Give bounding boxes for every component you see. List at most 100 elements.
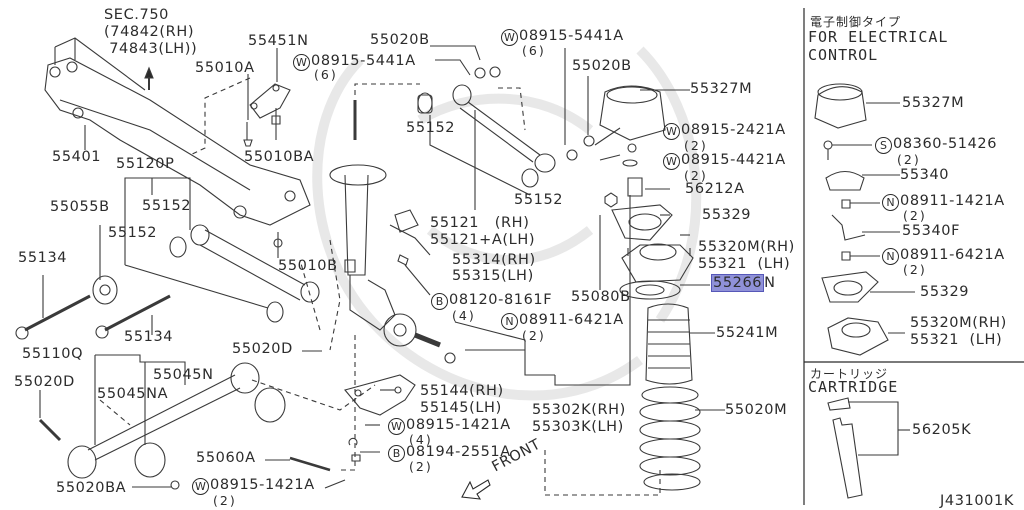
part-label-55010B[interactable]: 55010B (278, 258, 338, 274)
part-label-55110Q[interactable]: 55110Q (22, 346, 84, 362)
qty-label: (4) (452, 308, 476, 323)
crossmember-55401 (44, 37, 311, 226)
part-label-55020D[interactable]: 55020D (232, 341, 293, 357)
part-label-56212A[interactable]: 56212A (685, 181, 745, 197)
qty-label: (2) (903, 262, 927, 277)
qty-label: (6) (522, 43, 546, 58)
part-label-55401[interactable]: 55401 (52, 149, 102, 165)
part-label-55340[interactable]: 55340 (900, 167, 950, 183)
part-label-55080B[interactable]: 55080B (571, 289, 631, 305)
part-label-55329[interactable]: 55329 (920, 284, 970, 300)
part-label-55152[interactable]: 55152 (142, 198, 192, 214)
part-label-55121[interactable]: 55121 (RH) (430, 215, 530, 231)
qty-label: (2) (213, 493, 237, 508)
part-label-55329[interactable]: 55329 (702, 207, 752, 223)
washer-w-icon: W (663, 123, 680, 140)
part-label-55020B[interactable]: 55020B (572, 58, 632, 74)
washer-08915-2421A (627, 143, 637, 153)
qty-label: (2) (684, 168, 708, 183)
coil-spring-55020M (639, 386, 701, 491)
part-label-55320M[interactable]: 55320M(RH) (910, 315, 1007, 331)
part-label-55152[interactable]: 55152 (514, 192, 564, 208)
bolt-b-icon: B (431, 293, 448, 310)
section-ref-line1: SEC.750 (104, 7, 169, 23)
part-label-55321[interactable]: 55321 (LH) (698, 256, 791, 272)
leader-lines (39, 45, 725, 489)
part-label-55152[interactable]: 55152 (108, 225, 158, 241)
electrical-jp-title: 電子制御タイプ (810, 15, 902, 29)
section-ref-line2: (74842(RH) (104, 24, 195, 40)
part-label-55340F[interactable]: 55340F (902, 223, 961, 239)
part-label-55145[interactable]: 55145(LH) (420, 400, 502, 416)
part-label-55055B[interactable]: 55055B (50, 199, 110, 215)
part-label-55451N[interactable]: 55451N (248, 33, 309, 49)
part-label-55060A[interactable]: 55060A (196, 450, 256, 466)
screw-s-icon: S (875, 137, 892, 154)
nut-n-icon: N (882, 248, 899, 265)
part-label-55144[interactable]: 55144(RH) (420, 383, 504, 399)
part-label-55010BA[interactable]: 55010BA (244, 149, 315, 165)
part-label-55152[interactable]: 55152 (406, 120, 456, 136)
part-label-55121-a[interactable]: 55121+A(LH) (430, 232, 536, 248)
part-label-55314[interactable]: 55314(RH) (452, 252, 536, 268)
part-label-55315[interactable]: 55315(LH) (452, 268, 534, 284)
dust-cover-56212A (627, 177, 643, 197)
part-label-55241M[interactable]: 55241M (716, 325, 779, 341)
part-label-55020D[interactable]: 55020D (14, 374, 75, 390)
part-label-55134[interactable]: 55134 (18, 250, 68, 266)
qty-label: (2) (684, 138, 708, 153)
part-label-55327M[interactable]: 55327M (902, 95, 965, 111)
side-panel-drawings (814, 83, 915, 499)
qty-label: (2) (522, 328, 546, 343)
part-label-55020BA[interactable]: 55020BA (56, 480, 127, 496)
washer-w-icon: W (501, 29, 518, 46)
front-arrow-icon (461, 479, 491, 500)
qty-label: (2) (897, 152, 921, 167)
part-label-55303K[interactable]: 55303K(LH) (532, 419, 624, 435)
washer-w-icon: W (388, 418, 405, 435)
qty-label: (2) (409, 459, 433, 474)
highlighted-part-number[interactable]: 55266 (711, 274, 765, 292)
section-ref-line3: 74843(LH)) (104, 41, 198, 57)
part-label-55010A[interactable]: 55010A (195, 60, 255, 76)
qty-label: (4) (409, 432, 433, 447)
gasket-55329 (611, 204, 673, 241)
strut-mount-55320M (621, 243, 694, 283)
part-label-55020B[interactable]: 55020B (370, 32, 430, 48)
cartridge-title: CARTRIDGE (808, 378, 899, 396)
washer-08915-4421A (622, 159, 638, 167)
qty-label: (2) (903, 208, 927, 223)
part-label-55045N[interactable]: 55045N (153, 367, 214, 383)
qty-label: (6) (314, 67, 338, 82)
part-label-55045NA[interactable]: 55045NA (97, 386, 169, 402)
washer-w-icon: W (192, 478, 209, 495)
part-label-55134[interactable]: 55134 (124, 329, 174, 345)
nut-n-icon: N (501, 313, 518, 330)
part-label-55120P[interactable]: 55120P (116, 156, 175, 172)
part-label-56205K[interactable]: 56205K (912, 422, 972, 438)
part-label-55320M[interactable]: 55320M(RH) (698, 239, 795, 255)
cap-55327M (599, 85, 666, 141)
part-label-55321[interactable]: 55321 (LH) (910, 332, 1003, 348)
bracket-55451N (243, 48, 291, 147)
washer-w-icon: W (663, 153, 680, 170)
part-label-55020M[interactable]: 55020M (725, 402, 788, 418)
electrical-title-line2: CONTROL (808, 46, 879, 64)
nut-n-icon: N (882, 194, 899, 211)
part-label-55327M[interactable]: 55327M (690, 81, 753, 97)
part-label-55302K[interactable]: 55302K(RH) (532, 402, 626, 418)
